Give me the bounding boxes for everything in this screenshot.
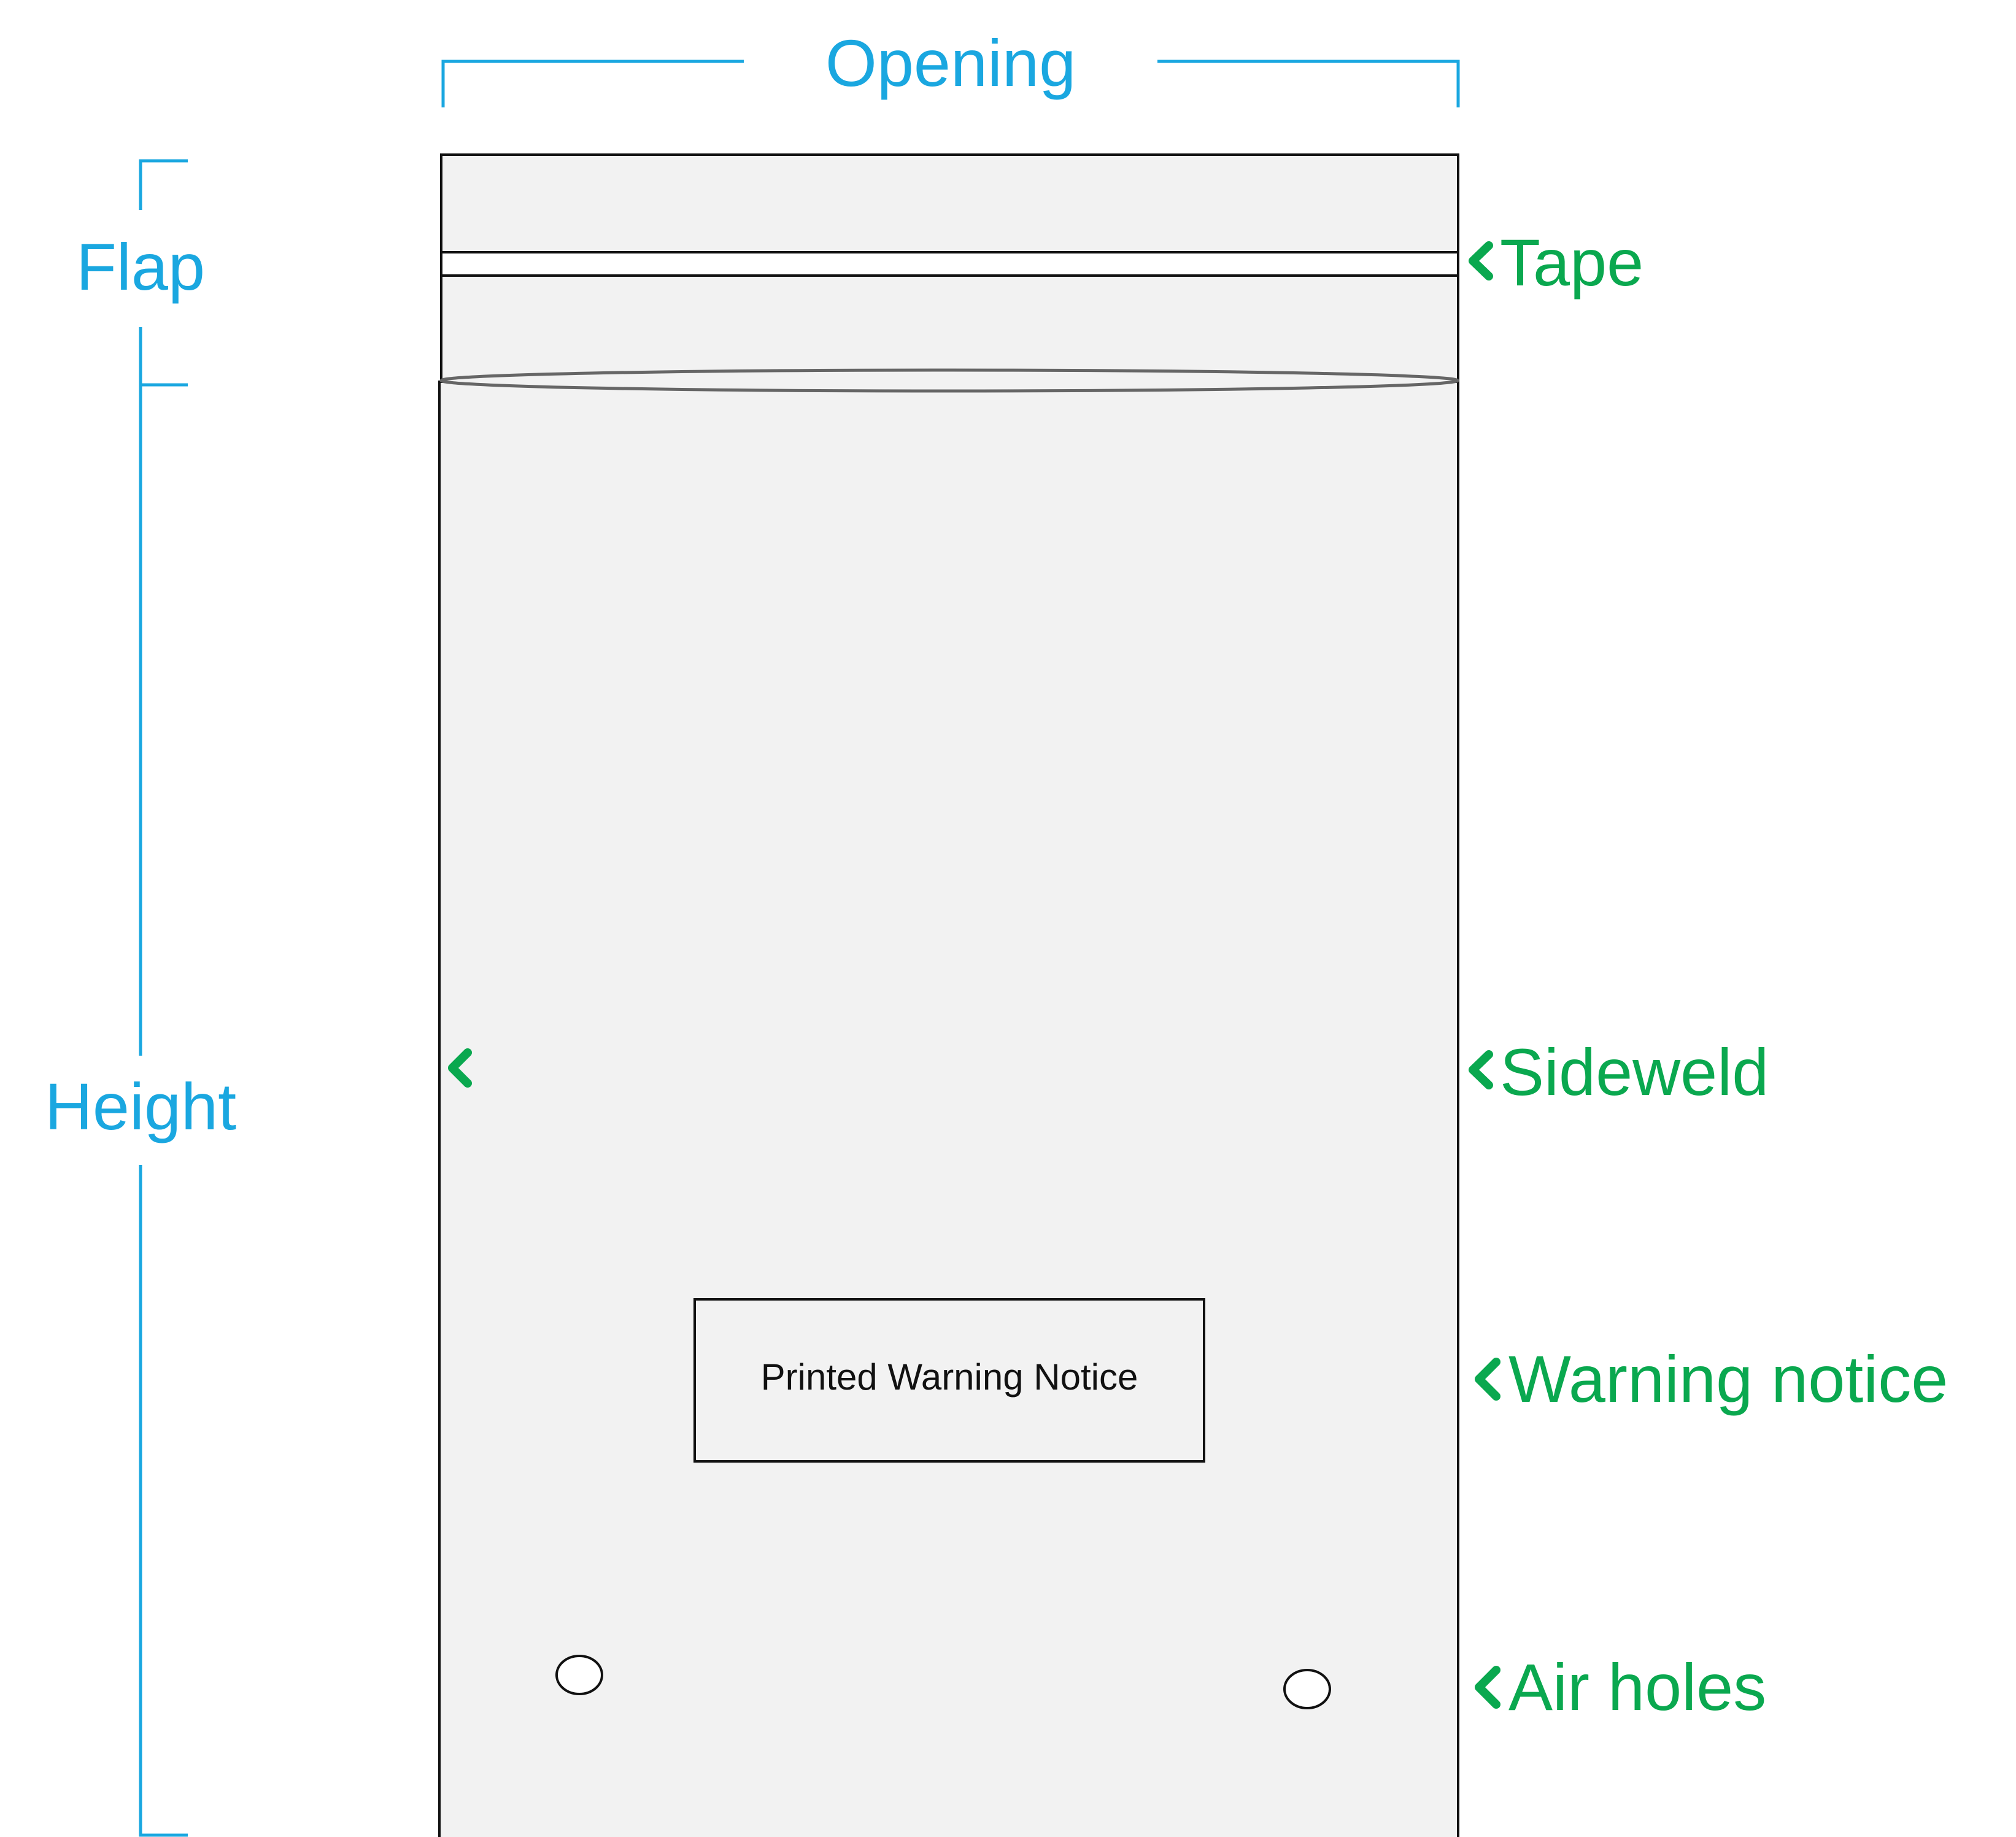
callout-air-holes-label: Air holes (1508, 1650, 1766, 1724)
flap-label: Flap (76, 230, 205, 304)
chevron-left-icon (1469, 1050, 1493, 1089)
flap-bracket-bottom (139, 327, 188, 387)
flap-dimension: Flap (76, 159, 205, 387)
callout-sideweld: Sideweld (448, 1035, 1769, 1109)
callout-sideweld-label: Sideweld (1500, 1035, 1769, 1109)
opening-dimension: Opening (441, 26, 1460, 107)
callout-warning-notice: Warning notice (1475, 1342, 1948, 1416)
tape-strip (440, 251, 1459, 277)
opening-label: Opening (825, 26, 1076, 100)
chevron-left-icon (448, 1048, 472, 1088)
callout-tape-label: Tape (1500, 225, 1643, 300)
chevron-left-icon (1475, 1666, 1500, 1709)
callout-warning-notice-label: Warning notice (1508, 1342, 1948, 1416)
opening-bracket-right (1157, 60, 1460, 107)
flap-bracket-top (139, 159, 188, 210)
warning-notice-box: Printed Warning Notice (693, 1298, 1205, 1463)
bag (438, 153, 1459, 1837)
opening-bracket-left (441, 60, 744, 107)
height-dimension: Height (45, 385, 236, 1837)
bag-body (438, 381, 1459, 1837)
height-bracket-bottom (139, 1165, 188, 1837)
air-holes (555, 1655, 1331, 1709)
callout-air-holes: Air holes (1475, 1650, 1766, 1724)
air-hole-right (1283, 1669, 1331, 1709)
notice-frame (693, 1298, 1205, 1463)
chevron-left-icon (1475, 1358, 1500, 1401)
chevron-left-icon (1469, 241, 1493, 280)
flap-seal-edge (439, 368, 1459, 393)
callout-tape: Tape (1469, 225, 1643, 300)
notice-text: Printed Warning Notice (761, 1356, 1138, 1398)
air-hole-left (555, 1655, 603, 1695)
height-label: Height (45, 1069, 236, 1143)
